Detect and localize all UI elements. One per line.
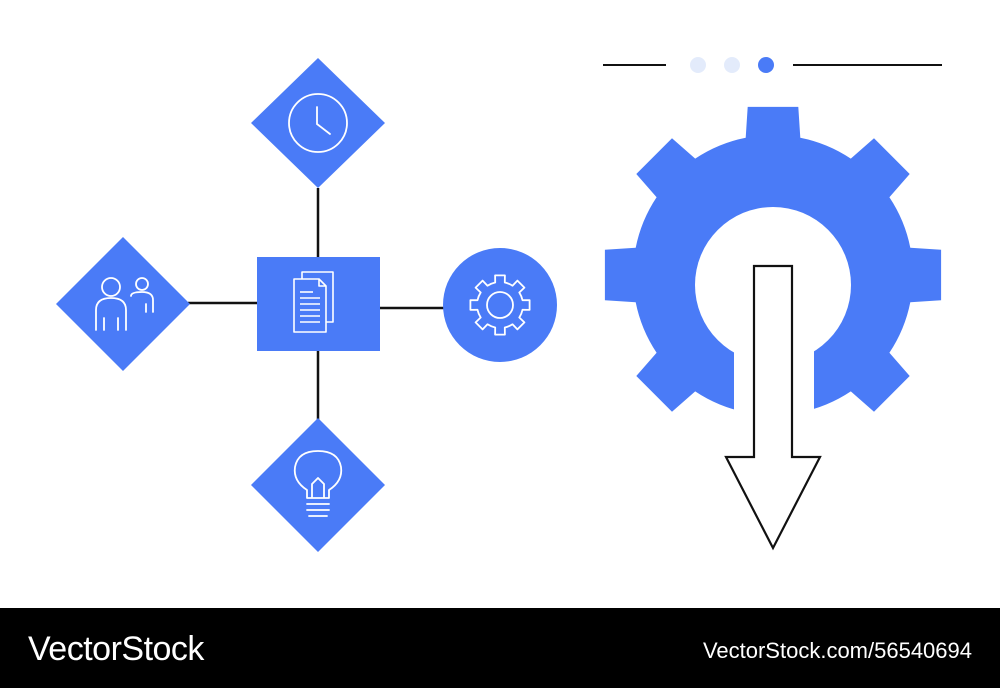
bottom-node (251, 418, 385, 552)
image-id-label: VectorStock.com/56540694 (702, 638, 972, 663)
clock-icon (288, 93, 348, 153)
illustration (56, 57, 942, 552)
top-node (251, 58, 385, 188)
big-gear (604, 106, 942, 551)
connector-lines (188, 188, 445, 420)
users-icon (95, 277, 154, 331)
gear-outline (469, 274, 531, 336)
pagination-dot-1[interactable] (690, 57, 706, 73)
arrow-down-icon (724, 264, 822, 551)
footer-bar: VectorStock VectorStock.com/56540694 (0, 608, 1000, 688)
brand-logo: VectorStock (28, 630, 204, 668)
center-node (257, 257, 380, 351)
gear-hub (486, 291, 514, 319)
gear-icon (469, 274, 531, 336)
pagination-dot-2[interactable] (724, 57, 740, 73)
lightbulb-icon (293, 450, 343, 517)
pagination (603, 57, 942, 73)
pagination-dot-3-active[interactable] (758, 57, 774, 73)
left-node (56, 237, 190, 371)
right-node (443, 248, 557, 362)
document-icon (293, 271, 334, 333)
